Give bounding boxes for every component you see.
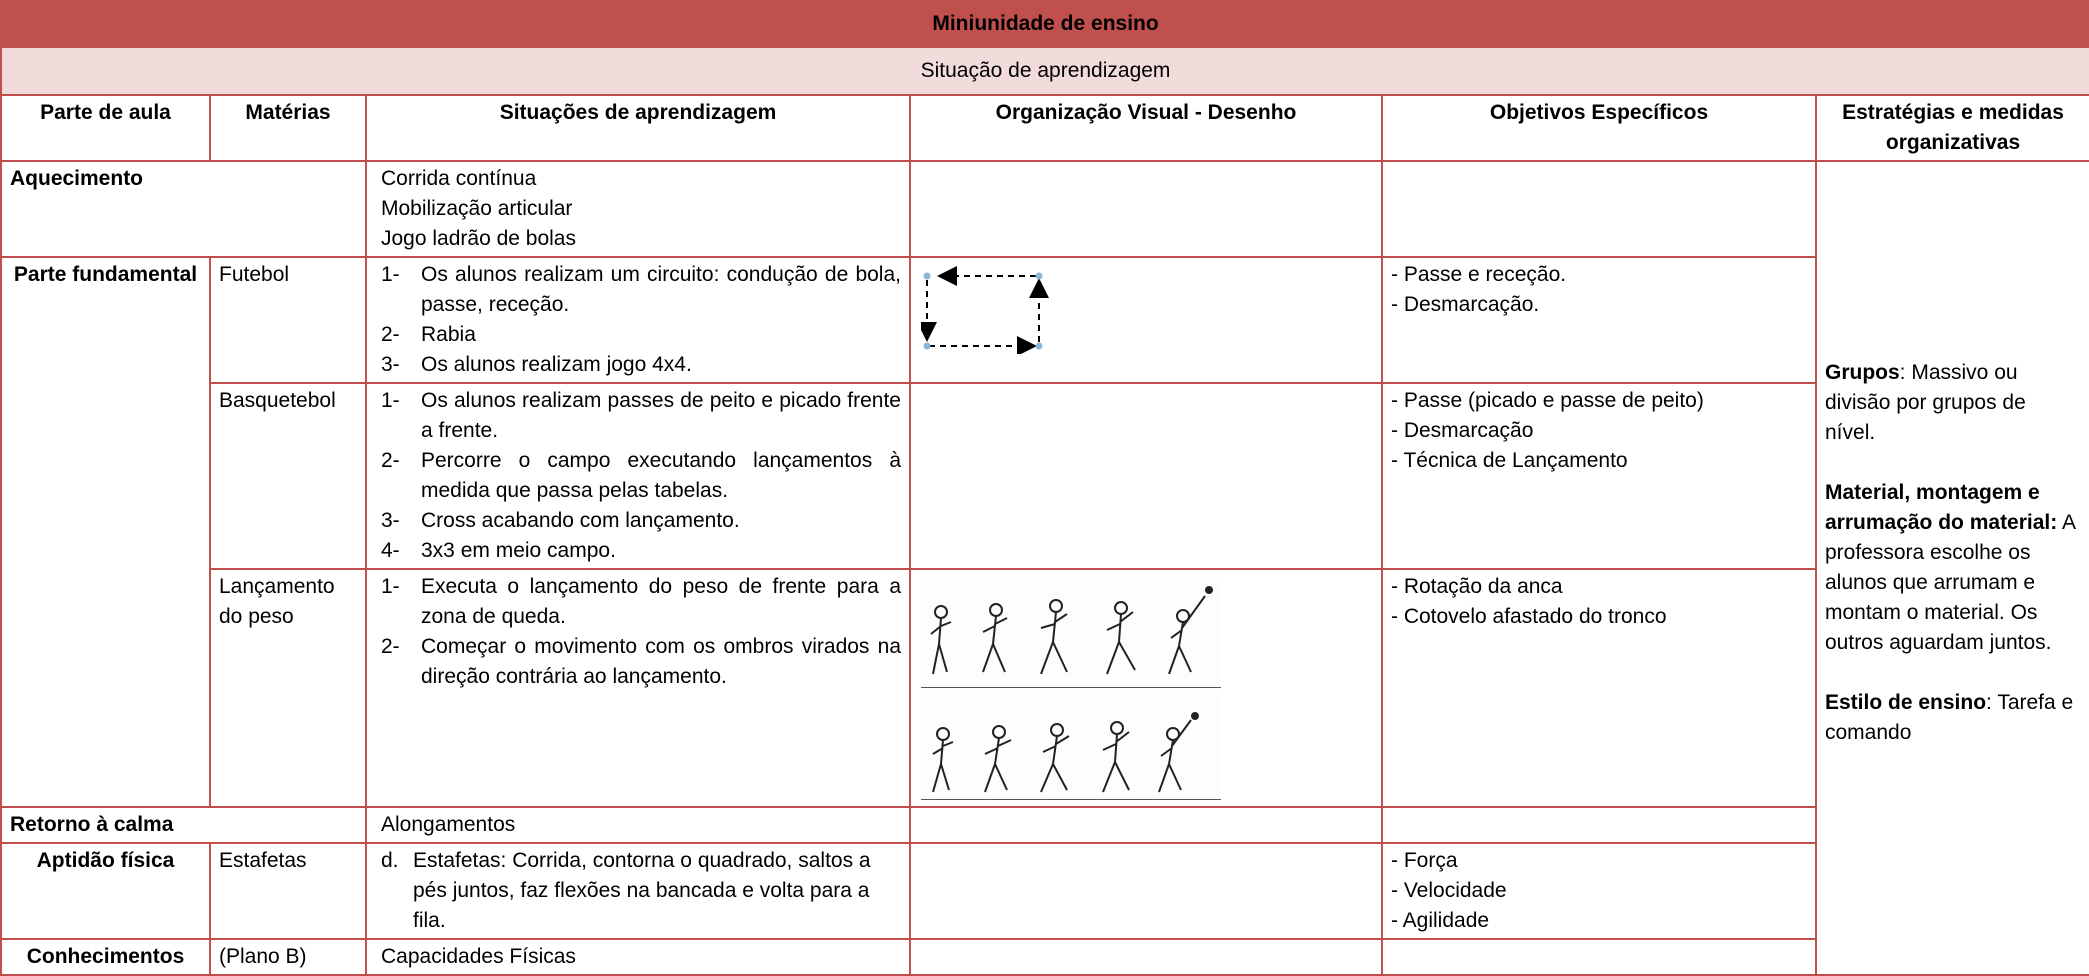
athlete-figure (932, 727, 954, 793)
header-objectives: Objetivos Específicos (1381, 94, 1817, 162)
list-item: 1-Os alunos realizam um circuito: conduç… (381, 263, 901, 316)
circuit-point (1035, 272, 1043, 280)
header-strategies: Estratégias e medidas organizativas (1814, 94, 2089, 162)
athlete-figure (1158, 712, 1199, 793)
subject-futebol: Futebol (209, 256, 367, 384)
situation-line: Corrida contínua (381, 167, 537, 190)
strategy-material: Material, montagem e arrumação do materi… (1825, 481, 2075, 654)
objective-line: - Agilidade (1391, 909, 1490, 932)
athlete-figure (1040, 599, 1068, 675)
athlete-figures (930, 586, 1213, 675)
athlete-figure (982, 603, 1008, 673)
shot-put-sequence-image (921, 694, 1221, 800)
row-conhecimentos: Conhecimentos (Plano B) Capacidades Físi… (0, 938, 2089, 976)
subtitle-row: Situação de aprendizagem (0, 46, 2089, 96)
basquetebol-drawing (909, 382, 1383, 570)
part-fundamental: Parte fundamental (0, 256, 211, 808)
futebol-situations: 1-Os alunos realizam um circuito: conduç… (365, 256, 911, 384)
retorno-drawing (909, 806, 1383, 844)
strategy-groups: Grupos: Massivo ou divisão por grupos de… (1825, 361, 2026, 444)
circuit-point (923, 342, 931, 350)
athlete-figure (930, 605, 952, 675)
aquecimento-objectives (1381, 160, 1817, 258)
circuit-point (923, 272, 931, 280)
circuit-point (1035, 342, 1043, 350)
strategies-cell: Grupos: Massivo ou divisão por grupos de… (1814, 160, 2089, 976)
objective-line: - Passe (picado e passe de peito) (1391, 389, 1704, 412)
retorno-situation: Alongamentos (365, 806, 911, 844)
situation-line: Jogo ladrão de bolas (381, 227, 576, 250)
aquecimento-drawing (909, 160, 1383, 258)
list-item: 3-Cross acabando com lançamento. (381, 509, 740, 532)
header-subjects: Matérias (209, 94, 367, 162)
shot-put-sequence-image (921, 582, 1221, 688)
objective-line: - Velocidade (1391, 879, 1507, 902)
objective-line: - Desmarcação. (1391, 293, 1540, 316)
list-item: 1-Os alunos realizam passes de peito e p… (381, 389, 901, 442)
athlete-figures (932, 712, 1199, 793)
strategy-style: Estilo de ensino: Tarefa e comando (1825, 691, 2074, 744)
part-conhecimentos: Conhecimentos (0, 938, 211, 976)
list-item: 2-Percorre o campo executando lançamento… (381, 449, 901, 502)
athlete-figure (1102, 721, 1130, 793)
conhecimentos-situation: Capacidades Físicas (365, 938, 911, 976)
objective-line: - Força (1391, 849, 1458, 872)
part-retorno: Retorno à calma (0, 806, 367, 844)
subject-plano-b: (Plano B) (209, 938, 367, 976)
aptidao-situations: d.Estafetas: Corrida, contorna o quadrad… (365, 842, 911, 940)
aptidao-objectives: - Força - Velocidade - Agilidade (1381, 842, 1817, 940)
subject-peso: Lançamento do peso (209, 568, 367, 808)
row-basquetebol: Basquetebol 1-Os alunos realizam passes … (1, 382, 2089, 570)
conhecimentos-drawing (909, 938, 1383, 976)
objective-line: - Passe e receção. (1391, 263, 1567, 286)
objective-line: - Desmarcação (1391, 419, 1534, 442)
objective-line: - Técnica de Lançamento (1391, 449, 1628, 472)
conhecimentos-objectives (1381, 938, 1817, 976)
row-aptidao: Aptidão física Estafetas d.Estafetas: Co… (0, 842, 2089, 940)
peso-objectives: - Rotação da anca - Cotovelo afastado do… (1381, 568, 1817, 808)
table-title: Miniunidade de ensino (0, 0, 2089, 48)
title-row: Miniunidade de ensino (0, 0, 2089, 48)
subject-estafetas: Estafetas (209, 842, 367, 940)
header-row: Parte de aula Matérias Situações de apre… (0, 94, 2089, 162)
row-retorno: Retorno à calma Alongamentos (0, 806, 2089, 844)
basquetebol-situations: 1-Os alunos realizam passes de peito e p… (365, 382, 911, 570)
futebol-circuit-drawing (909, 256, 1383, 384)
aquecimento-situations: Corrida contínua Mobilização articular J… (365, 160, 911, 258)
subject-basquetebol: Basquetebol (209, 382, 367, 570)
peso-situations: 1-Executa o lançamento do peso de frente… (365, 568, 911, 808)
futebol-objectives: - Passe e receção. - Desmarcação. (1381, 256, 1817, 384)
row-futebol: Parte fundamental Futebol 1-Os alunos re… (0, 256, 2089, 808)
part-aquecimento: Aquecimento (0, 160, 367, 258)
aptidao-drawing (909, 842, 1383, 940)
retorno-objectives (1381, 806, 1817, 844)
objective-line: - Cotovelo afastado do tronco (1391, 605, 1667, 628)
row-peso: Lançamento do peso 1-Executa o lançament… (1, 568, 2089, 808)
header-situations: Situações de aprendizagem (365, 94, 911, 162)
header-drawing: Organização Visual - Desenho (909, 94, 1383, 162)
athlete-figure (1168, 586, 1213, 675)
athlete-figure (1040, 723, 1070, 793)
list-item: 2-Começar o movimento com os ombros vira… (381, 635, 901, 688)
situation-line: Mobilização articular (381, 197, 573, 220)
athlete-figure (1106, 601, 1136, 675)
athlete-figure (984, 725, 1012, 793)
shot-put-illustration (909, 568, 1383, 808)
list-item: 1-Executa o lançamento do peso de frente… (381, 575, 901, 628)
list-item: 2-Rabia (381, 323, 476, 346)
part-aptidao: Aptidão física (0, 842, 211, 940)
basquetebol-objectives: - Passe (picado e passe de peito) - Desm… (1381, 382, 1817, 570)
list-item: d.Estafetas: Corrida, contorna o quadrad… (381, 849, 871, 932)
list-item: 3-Os alunos realizam jogo 4x4. (381, 353, 692, 376)
objective-line: - Rotação da anca (1391, 575, 1563, 598)
header-part: Parte de aula (0, 94, 211, 162)
row-aquecimento: Aquecimento Corrida contínua Mobilização… (0, 160, 2089, 976)
table-subtitle: Situação de aprendizagem (0, 46, 2089, 96)
circuit-diagram (917, 266, 1049, 356)
list-item: 4-3x3 em meio campo. (381, 539, 616, 562)
